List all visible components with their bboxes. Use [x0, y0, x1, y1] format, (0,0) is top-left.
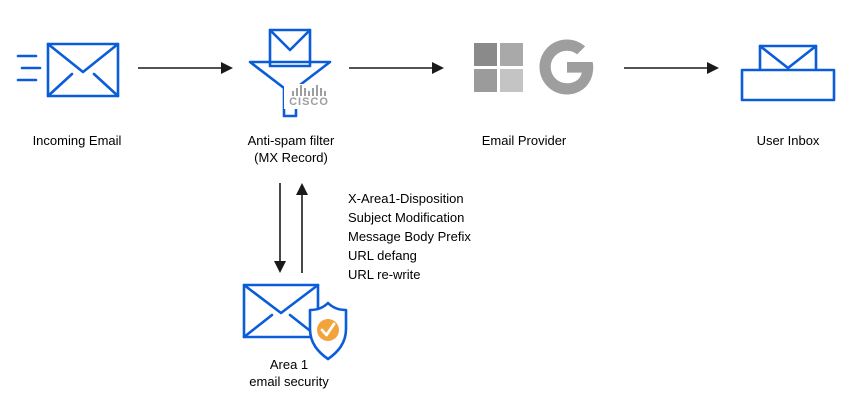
user-inbox-icon [740, 44, 836, 102]
inbox-tray [740, 68, 836, 102]
modification-item: Subject Modification [348, 210, 465, 225]
arrow-provider-to-inbox-icon [624, 62, 719, 74]
area1-label-line1: Area 1 [269, 357, 309, 372]
incoming-email-icon [16, 42, 120, 98]
area1-label-line2: email security [249, 373, 329, 389]
email-provider-label: Email Provider [481, 133, 567, 148]
microsoft-logo [474, 43, 523, 92]
envelope-flap [46, 42, 120, 74]
google-logo [539, 39, 594, 95]
cisco-logo: CISCO [284, 84, 334, 109]
cisco-logo-bars [287, 85, 331, 96]
modification-item: URL defang [348, 248, 417, 263]
modifications-list: X-Area1-Disposition Subject Modification… [348, 189, 471, 284]
modification-item: Message Body Prefix [348, 229, 471, 244]
checkmark-icon [320, 322, 336, 337]
filter-area1-arrows-icon [274, 183, 308, 273]
check-circle [317, 319, 339, 341]
envelope-folds [46, 72, 120, 98]
antispam-filter-label: Anti-spam filter (MX Record) [221, 133, 361, 167]
area1-label: Area 1 email security [219, 357, 359, 391]
user-inbox-label: User Inbox [756, 133, 820, 148]
modification-item: URL re-write [348, 267, 421, 282]
arrow-email-to-filter-icon [138, 62, 233, 74]
incoming-email-label: Incoming Email [32, 133, 122, 148]
envelope-flap [242, 283, 320, 315]
antispam-filter-label-line1: Anti-spam filter [247, 133, 335, 148]
cisco-logo-text: CISCO [289, 96, 329, 108]
area1-security-icon [242, 283, 348, 361]
modification-item: X-Area1-Disposition [348, 191, 464, 206]
envelope-flap [758, 44, 818, 70]
envelope-flap [268, 28, 312, 52]
antispam-filter-label-line2: (MX Record) [254, 149, 328, 165]
arrow-filter-to-provider-icon [349, 62, 444, 74]
